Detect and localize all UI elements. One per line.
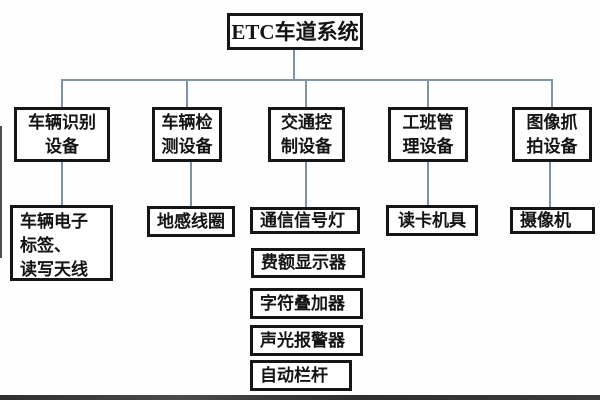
node-toll-amount-display: 费额显示器 — [251, 248, 365, 278]
connector-branch1-drop — [61, 81, 63, 107]
scan-edge-artifact-bottom — [0, 395, 600, 400]
node-ground-induction-coil: 地感线圈 — [147, 206, 235, 237]
connector-branch3-child-drop — [305, 162, 307, 207]
connector-branch5-drop — [551, 81, 553, 107]
node-automatic-barrier: 自动栏杆 — [250, 360, 352, 391]
node-sound-light-alarm: 声光报警器 — [250, 325, 363, 356]
connector-root-drop — [293, 50, 295, 80]
node-traffic-control-equipment: 交通控 制设备 — [268, 107, 345, 162]
scan-edge-artifact-left — [0, 126, 2, 258]
root-node-etc-lane-system: ETC车道系统 — [227, 13, 363, 50]
connector-branch2-child-drop — [190, 162, 192, 206]
connector-horizontal-bus — [61, 79, 553, 81]
node-shift-management-equipment: 工班管 理设备 — [388, 107, 468, 162]
connector-branch4-drop — [427, 81, 429, 107]
node-vehicle-identification-equipment: 车辆识别 设备 — [14, 107, 110, 162]
node-character-overlay-device: 字符叠加器 — [250, 288, 363, 319]
node-communication-signal-light: 通信信号灯 — [250, 207, 360, 234]
connector-branch4-child-drop — [427, 162, 429, 205]
node-card-reader: 读卡机具 — [386, 205, 478, 236]
node-vehicle-electronic-tag-rw-antenna: 车辆电子 标签、 读写天线 — [10, 205, 113, 281]
connector-branch3-drop — [305, 81, 307, 107]
connector-branch1-child-drop — [61, 162, 63, 205]
node-camera: 摄像机 — [510, 207, 595, 234]
connector-branch5-child-drop — [549, 162, 551, 207]
connector-branch2-drop — [186, 81, 188, 107]
node-vehicle-detection-equipment: 车辆检 测设备 — [152, 107, 222, 162]
node-image-capture-equipment: 图像抓 拍设备 — [512, 107, 592, 162]
